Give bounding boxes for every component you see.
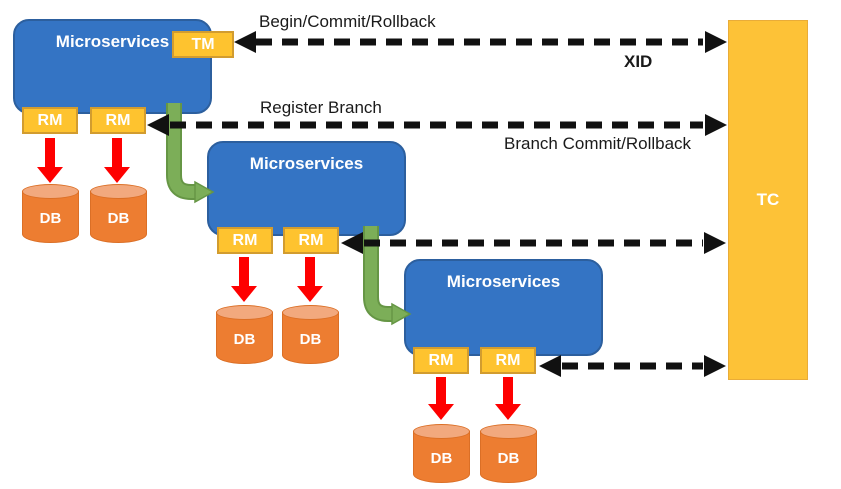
db-cylinder-top: [480, 424, 537, 439]
database-2a: DB: [216, 305, 273, 364]
dashed-arrow-register-branch-1: [147, 114, 727, 136]
db-label: DB: [299, 331, 322, 348]
tm-label: TM: [191, 35, 215, 53]
db-cylinder-top: [216, 305, 273, 320]
green-cascade-arrow-2: [363, 226, 412, 326]
db-cylinder-body: [216, 312, 273, 364]
db-label: DB: [233, 331, 256, 348]
label-register-branch: Register Branch: [260, 98, 382, 117]
microservice-label: Microservices: [55, 32, 170, 51]
dashed-arrow-register-branch-2: [341, 232, 726, 254]
dashed-arrow-register-branch-3: [539, 355, 726, 377]
microservice-box-3: Microservices: [404, 259, 603, 356]
database-2b: DB: [282, 305, 339, 364]
database-3b: DB: [480, 424, 537, 483]
db-cylinder-top: [282, 305, 339, 320]
rm-label: RM: [495, 351, 521, 369]
db-label: DB: [39, 210, 62, 227]
db-cylinder-body: [90, 191, 147, 243]
transaction-coordinator-box: TC: [728, 20, 808, 380]
rm-label: RM: [37, 111, 63, 129]
db-label: DB: [107, 210, 130, 227]
db-cylinder-body: [480, 431, 537, 483]
green-cascade-arrow-1: [166, 103, 215, 204]
rm-badge-2b: RM: [283, 227, 339, 254]
label-branch-commit-rollback: Branch Commit/Rollback: [504, 134, 692, 153]
label-begin-commit-rollback: Begin/Commit/Rollback: [259, 12, 436, 31]
dashed-arrow-begin-commit-rollback: [234, 31, 727, 53]
db-cylinder-body: [22, 191, 79, 243]
db-cylinder-body: [413, 431, 470, 483]
tc-label: TC: [756, 190, 780, 209]
tm-badge: TM: [172, 31, 234, 58]
database-1a: DB: [22, 184, 79, 243]
rm-label: RM: [105, 111, 131, 129]
microservice-label: Microservices: [446, 272, 561, 291]
rm-badge-1a: RM: [22, 107, 78, 134]
rm-badge-3b: RM: [480, 347, 536, 374]
microservice-label: Microservices: [249, 154, 364, 173]
db-cylinder-top: [90, 184, 147, 199]
database-1b: DB: [90, 184, 147, 243]
db-cylinder-body: [282, 312, 339, 364]
rm-badge-3a: RM: [413, 347, 469, 374]
db-cylinder-top: [413, 424, 470, 439]
db-cylinder-top: [22, 184, 79, 199]
db-label: DB: [430, 450, 453, 467]
rm-badge-1b: RM: [90, 107, 146, 134]
rm-badge-2a: RM: [217, 227, 273, 254]
rm-label: RM: [428, 351, 454, 369]
rm-label: RM: [298, 231, 324, 249]
database-3a: DB: [413, 424, 470, 483]
rm-label: RM: [232, 231, 258, 249]
db-label: DB: [497, 450, 520, 467]
red-db-arrows: [37, 138, 521, 420]
label-xid: XID: [624, 52, 653, 71]
